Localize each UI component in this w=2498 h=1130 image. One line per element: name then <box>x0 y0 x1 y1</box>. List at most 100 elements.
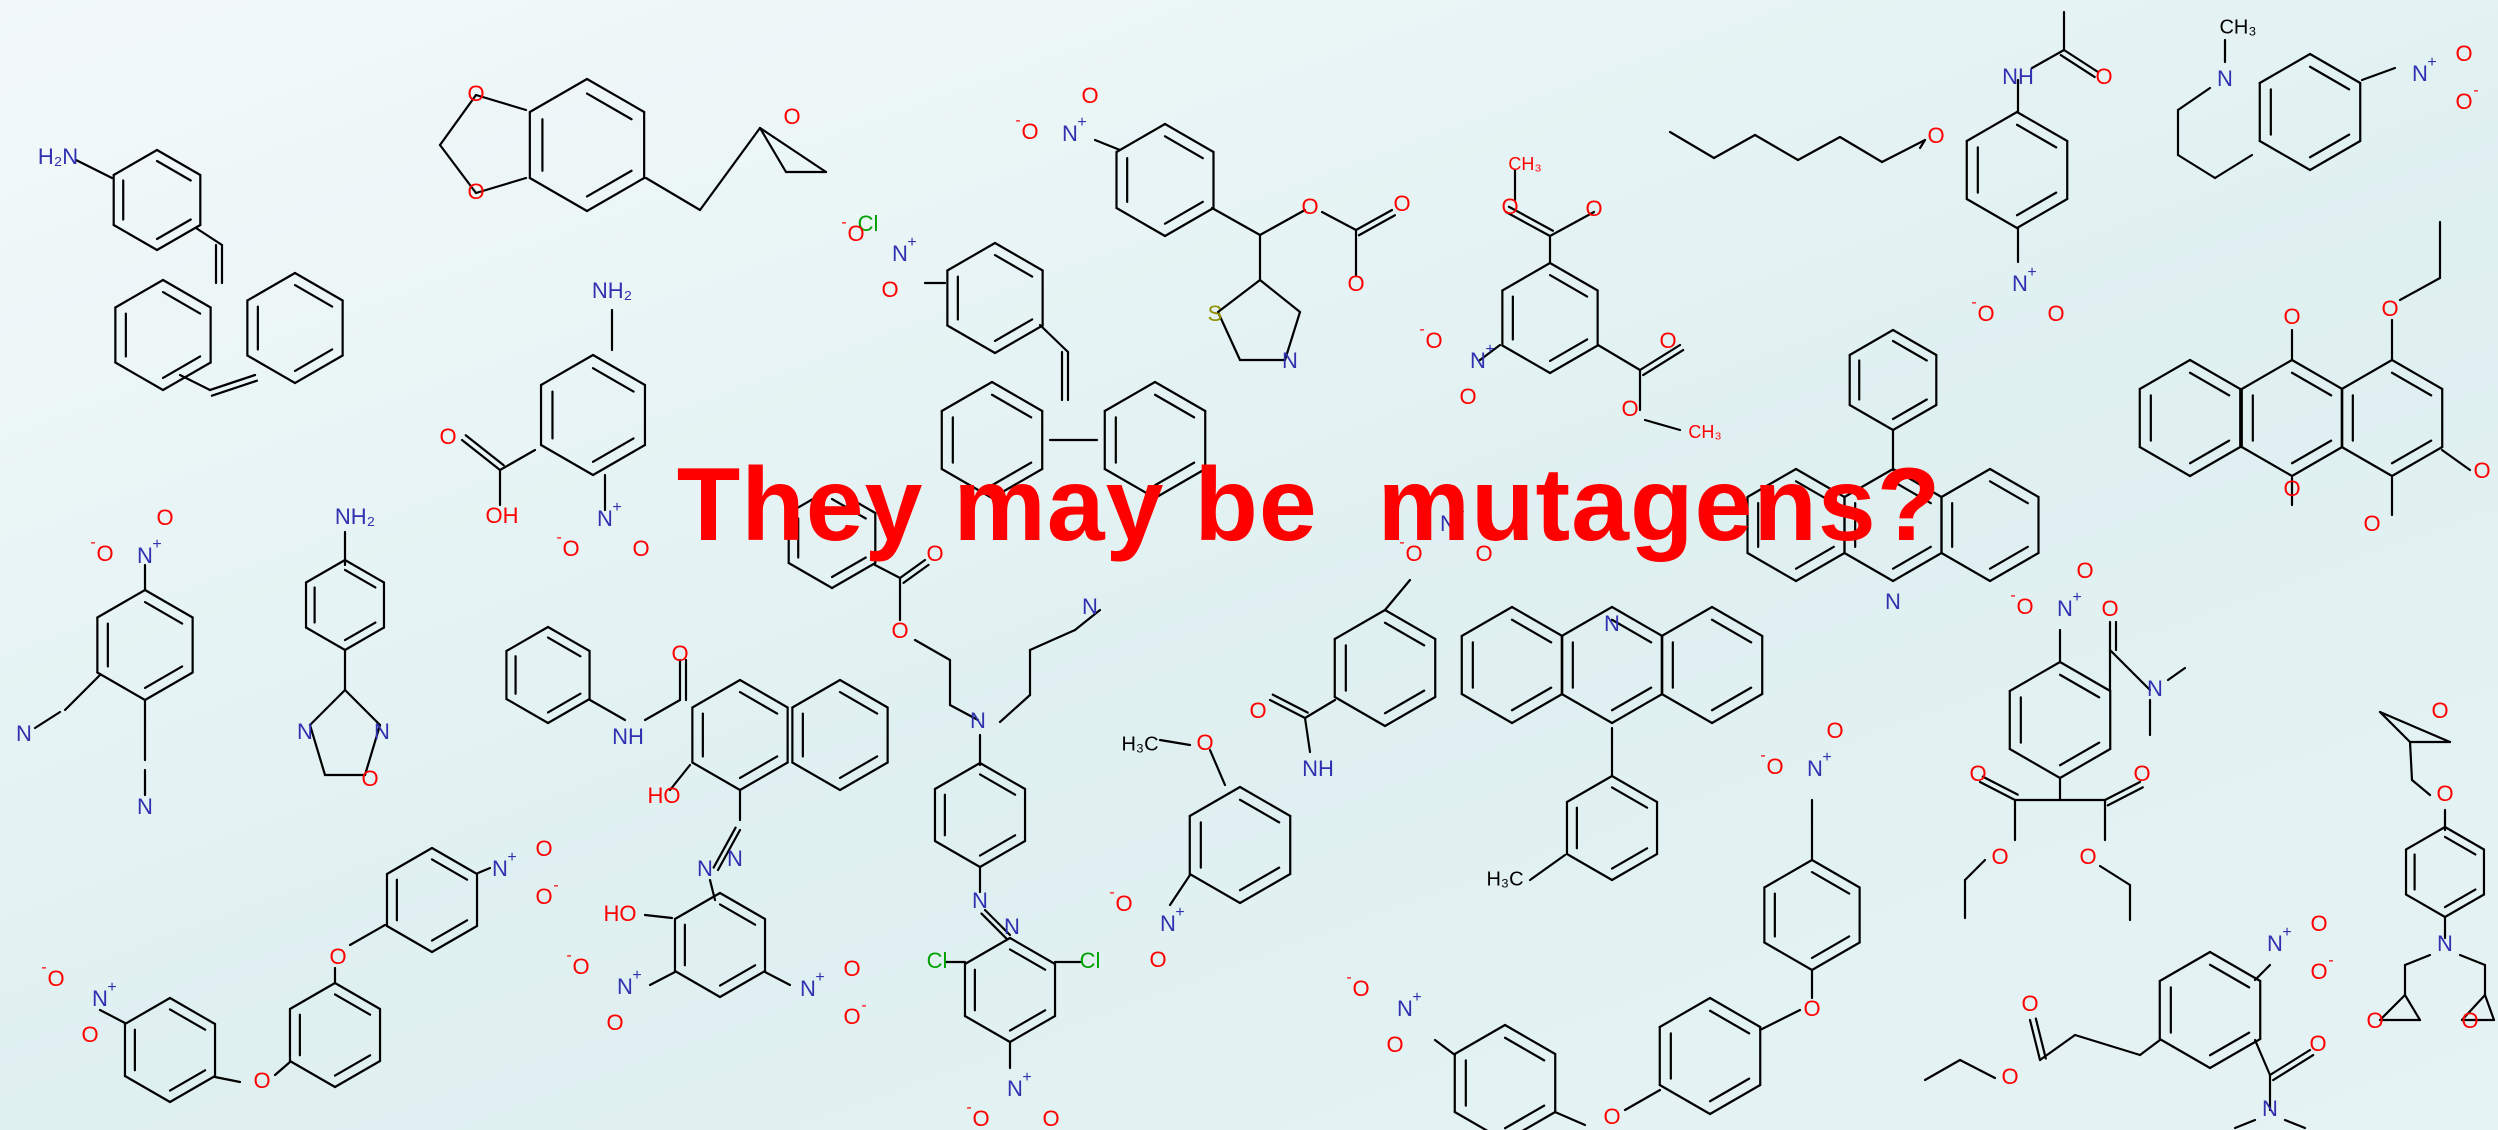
bond <box>546 692 582 714</box>
bond <box>123 1074 172 1104</box>
amide-nh-label: NH <box>1302 756 1334 781</box>
bond <box>2460 993 2487 1022</box>
bond <box>2103 780 2142 802</box>
bond <box>738 755 779 780</box>
bond <box>1891 398 1928 421</box>
charge-label: + <box>107 979 116 996</box>
bond <box>1460 692 1514 725</box>
oxygen-label: O <box>1659 328 1676 353</box>
bond <box>830 497 867 520</box>
bond <box>1710 692 1764 725</box>
bond <box>1712 133 1757 160</box>
amine-label: H₂N <box>38 144 78 169</box>
bond <box>1758 1008 1802 1032</box>
bond <box>1503 1104 1546 1130</box>
oxygen-label: O <box>881 277 898 302</box>
bond <box>1028 628 1077 652</box>
bond <box>1168 873 1192 907</box>
bond <box>460 438 502 472</box>
bond <box>1510 686 1553 712</box>
bond <box>114 361 165 392</box>
bond <box>2290 445 2344 478</box>
bond <box>716 828 742 872</box>
bond <box>1073 608 1102 632</box>
bond <box>1093 138 1122 152</box>
bond <box>1708 1083 1762 1116</box>
bond <box>1208 748 1227 787</box>
bond <box>1216 278 1262 314</box>
bond <box>1565 852 1614 882</box>
charge-label: - <box>2010 587 2015 604</box>
bond <box>1753 133 1800 162</box>
bond <box>787 561 834 590</box>
charge-label: - <box>1109 884 1114 901</box>
methyl-label: H₃C <box>1121 733 1158 755</box>
oxygen-label: O <box>439 424 456 449</box>
bond <box>1848 403 1895 432</box>
bond <box>643 913 674 920</box>
bond <box>698 126 762 212</box>
bond <box>2390 358 2444 391</box>
bond <box>155 148 202 177</box>
oxygen-label: O <box>2283 304 2300 329</box>
bond <box>308 688 347 727</box>
bond <box>246 354 297 385</box>
bond <box>2308 52 2362 85</box>
bond <box>2158 1037 2212 1070</box>
charge-label: + <box>1022 1069 1031 1086</box>
oxygen-label: O <box>1425 328 1442 353</box>
nitrogen-label: N <box>617 974 633 999</box>
bond <box>528 176 589 213</box>
bond <box>1383 695 1437 728</box>
nitrogen-label: N <box>492 856 508 881</box>
bond <box>161 355 202 379</box>
bond <box>476 866 492 875</box>
bond <box>1965 110 2019 143</box>
bond <box>2308 139 2362 172</box>
bond <box>2208 950 2262 983</box>
bond <box>1453 1023 1507 1056</box>
nitrile-n-label: N <box>16 721 32 746</box>
chlorine-label: Cl <box>927 948 948 973</box>
bond <box>2378 710 2452 744</box>
amine-label: NH₂ <box>592 278 632 303</box>
ether-o-label: O <box>329 944 346 969</box>
bond <box>1153 467 1207 500</box>
bond <box>718 891 767 921</box>
bond <box>1610 786 1649 809</box>
oxygen-label: O <box>2016 594 2033 619</box>
bond <box>1333 608 1387 641</box>
bond <box>691 678 742 709</box>
ring-n-label: N <box>374 719 390 744</box>
bond <box>2340 358 2394 391</box>
bond <box>2008 660 2062 693</box>
oxygen-label: O <box>1585 196 1602 221</box>
bond <box>155 223 202 252</box>
bond <box>2290 439 2333 465</box>
oxygen-label: O <box>843 956 860 981</box>
nitrogen-label: N <box>1007 1076 1023 1101</box>
bond <box>1565 774 1614 804</box>
charge-label: + <box>1485 341 1494 358</box>
oxygen-label: O <box>535 884 552 909</box>
bond <box>1188 872 1242 905</box>
bond <box>1383 689 1426 715</box>
bond <box>2404 825 2447 851</box>
charge-label: + <box>907 234 916 251</box>
bond <box>63 673 102 712</box>
bond <box>585 77 646 114</box>
bond <box>718 969 767 999</box>
oxygen-label: O <box>2436 781 2453 806</box>
bond <box>474 93 528 112</box>
bond <box>1610 847 1649 870</box>
charge-label: - <box>1419 321 1424 338</box>
oxygen-label: O <box>1405 541 1422 566</box>
bond <box>1988 467 2040 499</box>
bond <box>873 563 902 580</box>
bond <box>2208 963 2251 989</box>
bond <box>1283 310 1302 362</box>
bond <box>2258 139 2312 172</box>
bond <box>194 226 224 247</box>
bond <box>946 324 997 355</box>
charge-label: - <box>2473 82 2478 99</box>
